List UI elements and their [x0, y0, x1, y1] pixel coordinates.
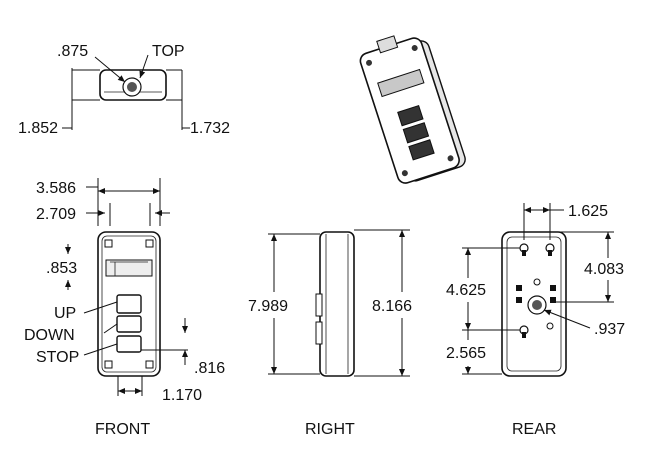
dim-rear-h-lower: 2.565 — [446, 345, 486, 362]
dim-top-left: 1.852 — [18, 120, 58, 137]
dim-top-dia: .875 — [57, 43, 88, 60]
dim-front-btn-gap: .816 — [194, 360, 225, 377]
label-front: FRONT — [95, 421, 150, 438]
dim-front-w-outer: 3.586 — [36, 180, 76, 197]
dim-rear-hole: .937 — [594, 321, 625, 338]
dim-right-outer: 8.166 — [372, 298, 412, 315]
dim-rear-w: 1.625 — [568, 203, 608, 220]
rear-view: 1.625 4.083 4.625 .937 2.565 REAR — [446, 203, 625, 438]
dim-rear-h-mid: 4.625 — [446, 282, 486, 299]
top-view: .875 TOP 1.852 1.732 — [18, 43, 230, 137]
front-down-button — [116, 315, 142, 333]
label-down: DOWN — [24, 327, 75, 344]
isometric-view — [359, 35, 466, 184]
front-view: 3.586 2.709 .853 UP DOWN STOP .816 1.170… — [24, 178, 225, 438]
right-view-body — [319, 231, 355, 377]
front-stop-button — [116, 335, 142, 353]
label-right: RIGHT — [305, 421, 355, 438]
dim-front-h-small: .853 — [46, 260, 77, 277]
label-up: UP — [54, 305, 76, 322]
label-top: TOP — [152, 43, 185, 60]
dim-front-btn-w: 1.170 — [162, 387, 202, 404]
front-display-window — [105, 259, 153, 277]
dim-right-inner: 7.989 — [248, 298, 288, 315]
right-view: 7.989 8.166 RIGHT — [248, 229, 412, 438]
dim-front-w-inner: 2.709 — [36, 206, 76, 223]
label-stop: STOP — [36, 349, 79, 366]
label-rear: REAR — [512, 421, 556, 438]
dim-top-right: 1.732 — [190, 120, 230, 137]
front-up-button — [116, 294, 142, 314]
dim-rear-h-upper: 4.083 — [584, 261, 624, 278]
